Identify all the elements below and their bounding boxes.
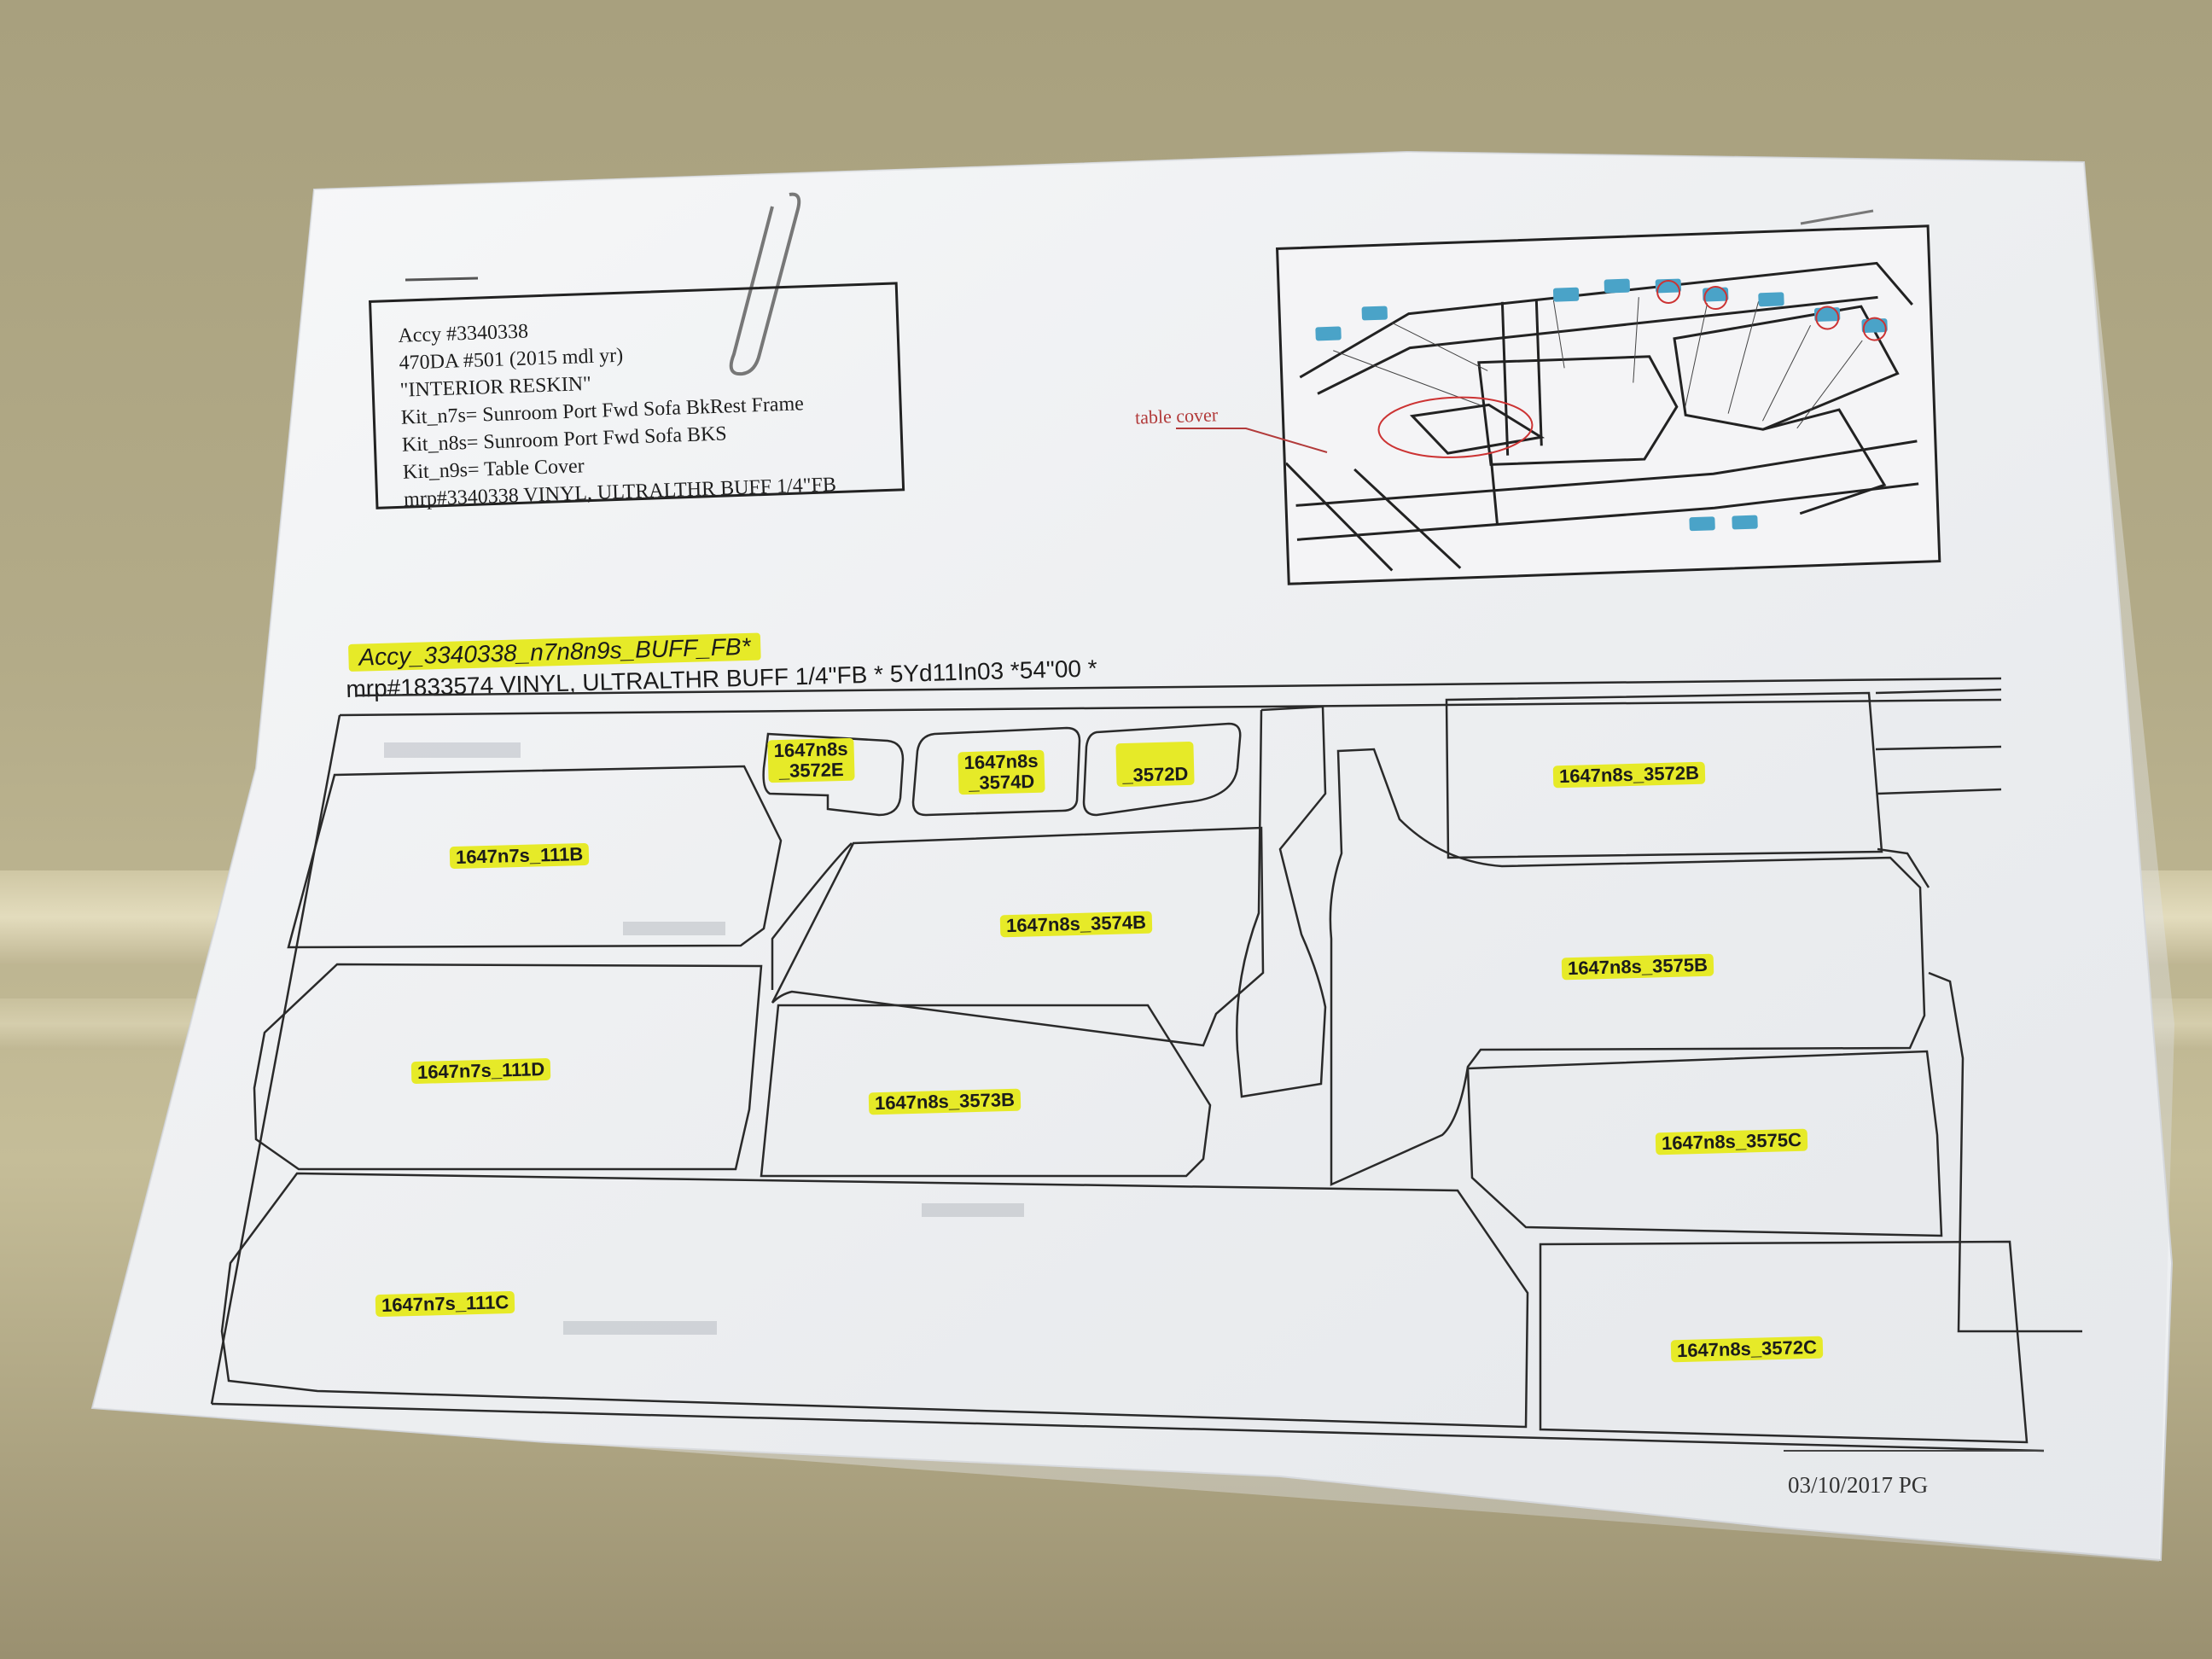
piece-label-3572B: 1647n8s_3572B <box>1552 761 1706 789</box>
piece-label-3574D: 1647n8s _3574D <box>958 749 1045 795</box>
print-date: 03/10/2017 PG <box>1788 1472 1929 1498</box>
piece-label-3572E: 1647n8s _3572E <box>767 737 855 783</box>
piece-3572D <box>1082 722 1242 817</box>
piece-3572E <box>762 732 905 817</box>
piece-label-3573B: 1647n8s_3573B <box>868 1088 1022 1115</box>
right-strips <box>1875 688 2082 1333</box>
piece-3574D <box>911 726 1081 817</box>
piece-3572C <box>1539 1240 2029 1444</box>
boat-interior-drawing <box>1284 261 1919 572</box>
piece-label-3574B: 1647n8s_3574B <box>999 911 1153 938</box>
piece-label-111D: 1647n7s_111D <box>410 1057 551 1085</box>
layout-frame-line <box>339 698 2002 717</box>
sunroom-reference-image <box>1276 224 1941 585</box>
piece-label-3572C: 1647n8s_3572C <box>1670 1336 1824 1363</box>
piece-label-3575C: 1647n8s_3575C <box>1655 1128 1808 1155</box>
piece-3575B <box>1329 748 1926 1186</box>
layout-bottom-line <box>211 1402 2045 1452</box>
piece-3573B <box>760 1004 1212 1178</box>
piece-3572B <box>1445 691 1883 859</box>
piece-3575C <box>1466 1050 1943 1237</box>
piece-111C <box>220 1172 1529 1429</box>
piece-center-strip <box>1236 705 1327 1098</box>
layout-left-edge <box>210 714 341 1405</box>
piece-111B <box>287 765 783 949</box>
piece-label-111C: 1647n7s_111C <box>375 1290 515 1318</box>
piece-label-3572D: _3572D <box>1115 741 1195 788</box>
piece-label-3575B: 1647n8s_3575B <box>1561 953 1714 981</box>
piece-label-111B: 1647n7s_111B <box>449 842 590 870</box>
paper-clip-icon <box>729 192 801 376</box>
layout-top-line <box>356 677 2002 697</box>
piece-111D <box>253 963 763 1171</box>
piece-3574B-left <box>771 842 853 990</box>
piece-3574B <box>771 826 1265 1047</box>
